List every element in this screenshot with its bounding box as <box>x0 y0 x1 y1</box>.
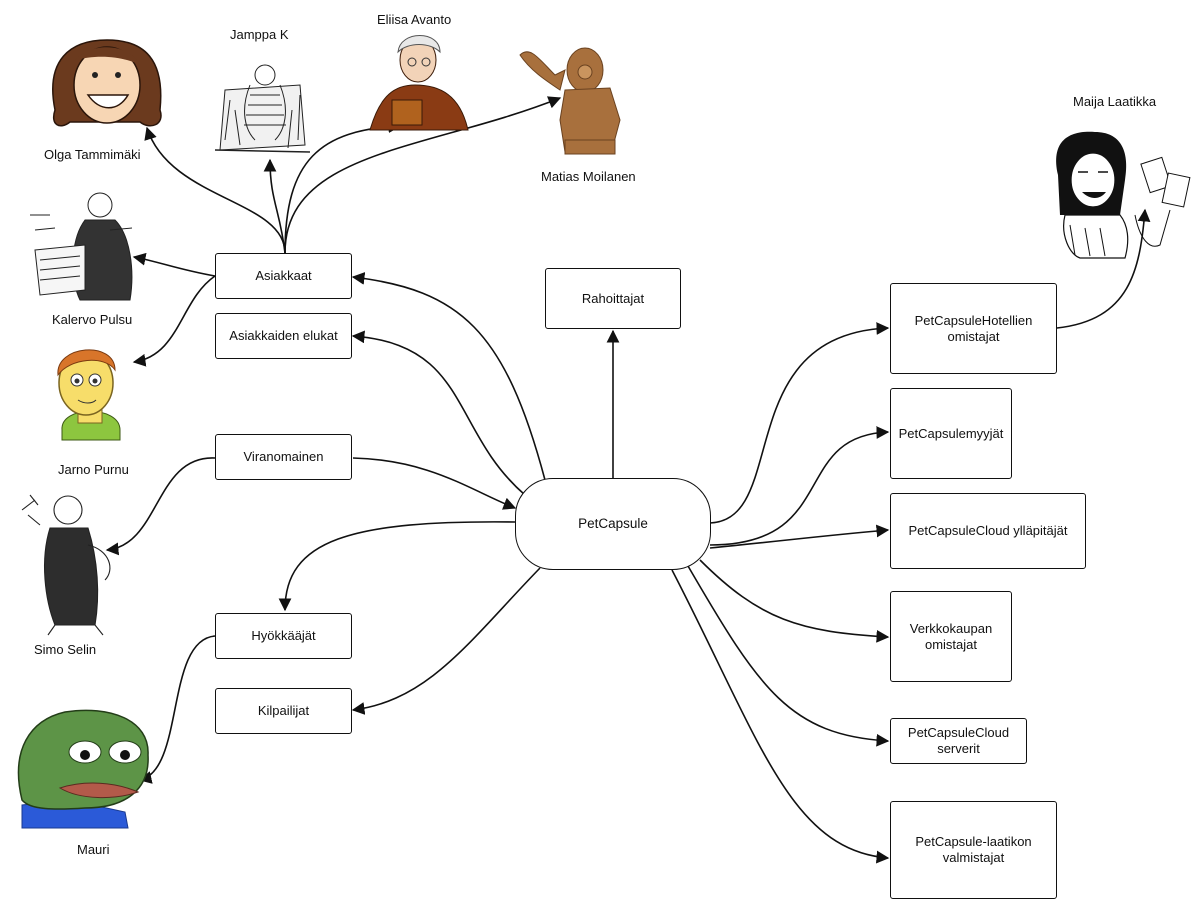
edge-center-laatikko <box>671 569 890 864</box>
edge-center-hyokkaajat <box>278 521 516 612</box>
person-label-mauri: Mauri <box>77 842 110 857</box>
edge-center-kilpailijat <box>351 567 541 715</box>
edge-viranomainen-simo <box>105 457 216 556</box>
node-hyokkaajat[interactable]: Hyökkääjät <box>215 613 352 659</box>
edge-asiakkaat-kalervo <box>132 252 216 277</box>
kalervo-portrait-icon <box>30 192 133 301</box>
maija-portrait-icon <box>1056 131 1191 259</box>
node-rahoittajat[interactable]: Rahoittajat <box>545 268 681 329</box>
edge-asiakkaat-olga <box>144 126 286 254</box>
edge-viranomainen-center <box>352 457 517 510</box>
edge-asiakkaat-matias <box>284 96 562 254</box>
connector-lines <box>105 96 1151 864</box>
node-asiakkaat[interactable]: Asiakkaat <box>215 253 352 299</box>
edge-asiakkaat-jamppa <box>263 158 286 254</box>
node-petcapsule-laatikon-valmistajat[interactable]: PetCapsule-laatikon valmistajat <box>890 801 1057 899</box>
edge-center-cloudserverit <box>687 565 890 747</box>
node-petcapsulemyyjat[interactable]: PetCapsulemyyjät <box>890 388 1012 479</box>
person-label-jamppa: Jamppa K <box>230 27 289 42</box>
person-label-kalervo: Kalervo Pulsu <box>52 312 133 327</box>
person-label-simo: Simo Selin <box>34 642 97 657</box>
node-petcapsulecloud-serverit[interactable]: PetCapsuleCloud serverit <box>890 718 1027 764</box>
node-petcapsule[interactable]: PetCapsule <box>515 478 711 570</box>
person-label-jarno: Jarno Purnu <box>58 462 129 477</box>
node-viranomainen[interactable]: Viranomainen <box>215 434 352 480</box>
person-label-matias: Matias Moilanen <box>541 169 636 184</box>
edge-center-myyjat <box>709 426 890 546</box>
node-kilpailijat[interactable]: Kilpailijat <box>215 688 352 734</box>
node-asiakkaiden-elukat[interactable]: Asiakkaiden elukat <box>215 313 352 359</box>
edge-hyokkaajat-mauri <box>138 635 216 784</box>
mauri-portrait-icon <box>17 709 149 829</box>
jarno-portrait-icon <box>57 349 121 441</box>
edge-center-cloudyllapito <box>709 524 890 549</box>
eliisa-portrait-icon <box>369 35 469 131</box>
matias-portrait-icon <box>519 47 621 155</box>
edge-hotellit-maija <box>1056 208 1151 329</box>
edge-center-verkkokauppa <box>699 559 890 643</box>
person-label-olga: Olga Tammimäki <box>44 147 141 162</box>
jamppa-portrait-icon <box>214 64 311 153</box>
simo-portrait-icon <box>21 494 111 636</box>
edge-center-hotellit <box>709 322 890 524</box>
edge-asiakkaat-jarno <box>132 275 216 367</box>
person-label-maija: Maija Laatikka <box>1073 94 1157 109</box>
olga-portrait-icon <box>52 39 162 127</box>
edge-center-elukat <box>351 330 526 496</box>
edge-center-asiakkaat <box>351 272 546 481</box>
node-petcapsulecloud-yllapitajat[interactable]: PetCapsuleCloud ylläpitäjät <box>890 493 1086 569</box>
person-label-eliisa: Eliisa Avanto <box>377 12 452 27</box>
node-verkkokaupan-omistajat[interactable]: Verkkokaupan omistajat <box>890 591 1012 682</box>
node-petcapsulehotellien-omistajat[interactable]: PetCapsuleHotellien omistajat <box>890 283 1057 374</box>
